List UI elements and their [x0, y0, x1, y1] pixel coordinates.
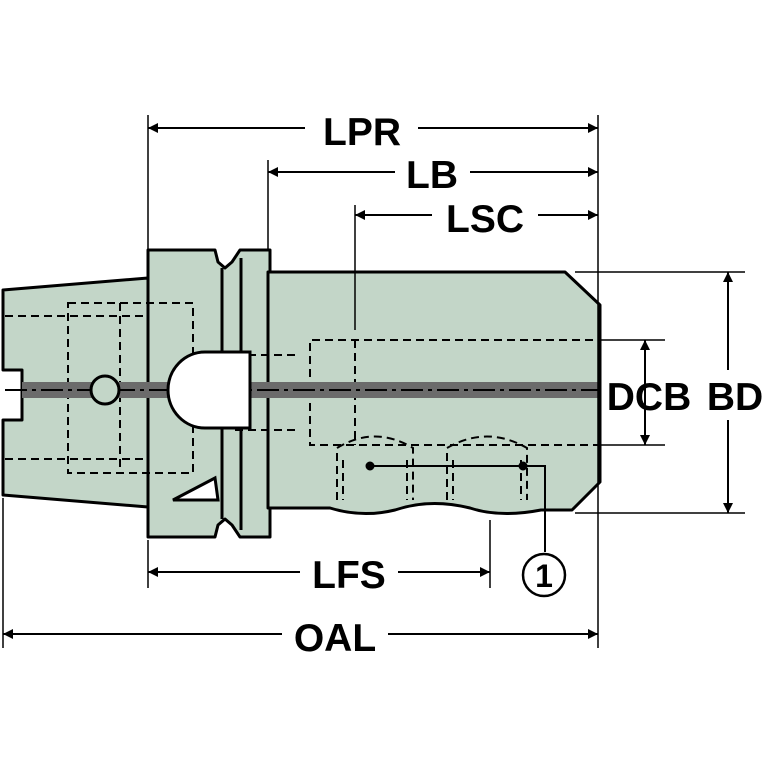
callout-1-number: 1 — [535, 558, 553, 594]
callout-leaders — [365, 461, 546, 552]
dcb-label: DCB — [607, 376, 692, 419]
callout-1: 1 — [521, 552, 567, 598]
bd-label: BD — [707, 376, 763, 419]
oal-label: OAL — [294, 617, 376, 660]
extension-lines — [2, 115, 745, 648]
lsc-label: LSC — [446, 198, 524, 241]
dimension-lines — [3, 123, 733, 639]
lb-label: LB — [406, 154, 458, 197]
pull-stud — [89, 350, 252, 430]
lfs-label: LFS — [312, 554, 386, 597]
lpr-label: LPR — [323, 111, 401, 154]
